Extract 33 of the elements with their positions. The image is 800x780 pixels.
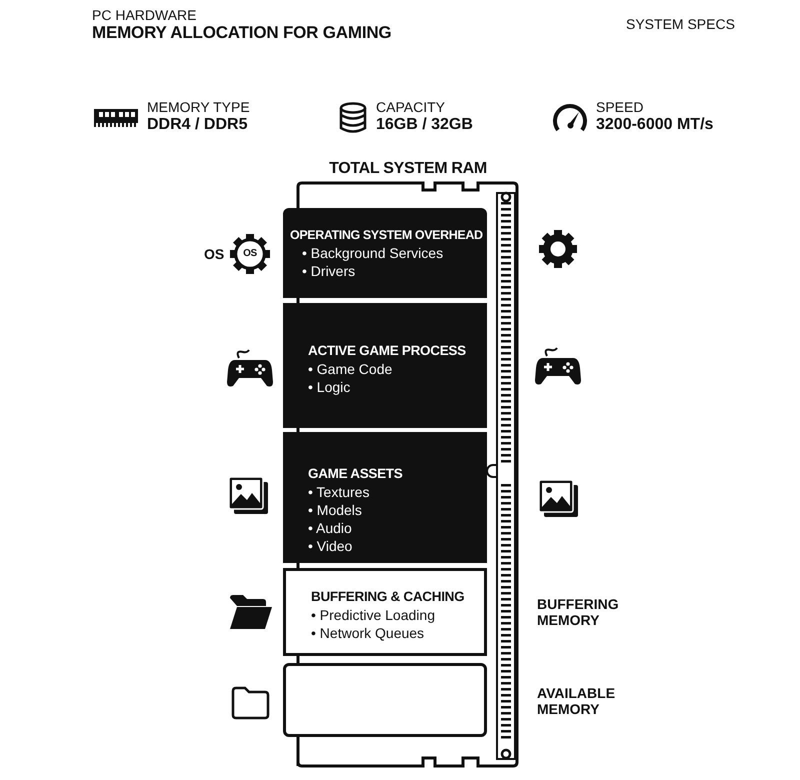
spec-label: CAPACITY — [376, 99, 445, 115]
spec-value: 16GB / 32GB — [376, 116, 473, 134]
memory-segment — [283, 208, 487, 298]
title: MEMORY ALLOCATION FOR GAMING — [92, 23, 392, 43]
icon-label: OS — [242, 248, 258, 260]
side-label: AVAILABLE MEMORY — [537, 685, 616, 717]
bullet-item: • Textures — [308, 483, 370, 501]
spec-value: DDR4 / DDR5 — [147, 116, 248, 134]
bullet-item: • Background Services — [302, 244, 444, 262]
bullet-item: • Video — [308, 537, 352, 555]
bullet-item: • Network Queues — [311, 624, 424, 642]
bullet-item: • Predictive Loading — [311, 606, 435, 624]
segment-heading: ACTIVE GAME PROCESS — [308, 343, 466, 358]
section-label: SYSTEM SPECS — [626, 16, 735, 32]
spec-label: MEMORY TYPE — [147, 99, 250, 115]
memory-segment — [283, 568, 487, 656]
spec-label: SPEED — [596, 99, 644, 115]
segment-heading: GAME ASSETS — [308, 466, 402, 481]
bullet-item: • Audio — [308, 519, 352, 537]
icon-label: OS — [204, 246, 224, 262]
memory-segment — [283, 432, 487, 563]
bullet-item: • Logic — [308, 378, 350, 396]
subtitle: PC HARDWARE — [92, 7, 196, 23]
side-label: BUFFERING MEMORY — [537, 596, 620, 628]
empty-segment — [283, 663, 487, 737]
bullet-item: • Models — [308, 501, 362, 519]
bullet-item: • Game Code — [308, 360, 392, 378]
spec-value: 3200-6000 MT/s — [596, 116, 714, 134]
bullet-item: • Drivers — [302, 262, 356, 280]
segment-heading: BUFFERING & CACHING — [311, 589, 464, 604]
segment-heading: OPERATING SYSTEM OVERHEAD — [290, 228, 483, 242]
memory-segment — [283, 303, 487, 428]
module-heading: TOTAL SYSTEM RAM — [328, 160, 488, 178]
